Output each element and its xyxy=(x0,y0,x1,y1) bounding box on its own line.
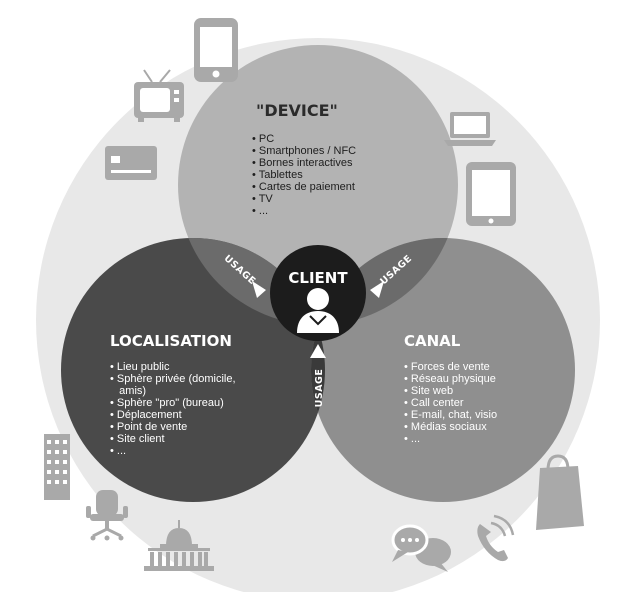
laptop-icon xyxy=(444,112,496,146)
list-item: • E-mail, chat, visio xyxy=(404,409,497,421)
overlap-device-canal xyxy=(311,238,458,325)
list-item: • PC xyxy=(252,133,274,145)
list-item: • Tablettes xyxy=(252,169,303,181)
list-item: • Lieu public xyxy=(110,361,170,373)
localisation-items: • Lieu public • Sphère privée (domicile,… xyxy=(110,361,236,457)
list-item: • Cartes de paiement xyxy=(252,181,355,193)
client-avatar-icon xyxy=(297,288,339,333)
tv-icon xyxy=(134,69,184,122)
list-item: • Smartphones / NFC xyxy=(252,145,356,157)
smartphone-icon xyxy=(194,18,238,82)
list-item: amis) xyxy=(110,385,146,397)
canal-items: • Forces de vente • Réseau physique • Si… xyxy=(404,361,497,445)
credit-card-icon xyxy=(105,146,157,180)
client-label: CLIENT xyxy=(288,269,348,287)
list-item: • ... xyxy=(252,205,268,217)
list-item: • ... xyxy=(110,445,126,457)
device-title: "DEVICE" xyxy=(256,101,338,120)
list-item: • Déplacement xyxy=(110,409,182,421)
usage-label-bottom: USAGE xyxy=(314,369,325,408)
list-item: • Médias sociaux xyxy=(404,421,487,433)
canal-title: CANAL xyxy=(404,332,461,350)
tablet-icon xyxy=(466,162,516,226)
list-item: • Sphère privée (domicile, xyxy=(110,373,236,385)
list-item: • Forces de vente xyxy=(404,361,490,373)
chat-bubble-icon xyxy=(391,524,451,572)
list-item: • Réseau physique xyxy=(404,373,496,385)
capitol-icon xyxy=(144,520,214,571)
list-item: • Site client xyxy=(110,433,165,445)
usage-arrow-icon xyxy=(252,281,384,358)
shopping-bag-icon xyxy=(536,454,584,530)
list-item: • Bornes interactives xyxy=(252,157,353,169)
overlap-device-localisation xyxy=(178,238,325,325)
device-items: • PC • Smartphones / NFC • Bornes intera… xyxy=(252,133,356,217)
list-item: • Sphère "pro" (bureau) xyxy=(110,397,224,409)
building-icon xyxy=(44,434,70,500)
list-item: • TV xyxy=(252,193,273,205)
list-item: • Point de vente xyxy=(110,421,187,433)
list-item: • Call center xyxy=(404,397,464,409)
phone-icon xyxy=(477,514,515,562)
list-item: • Site web xyxy=(404,385,453,397)
localisation-title: LOCALISATION xyxy=(110,332,232,350)
list-item: • ... xyxy=(404,433,420,445)
office-chair-icon xyxy=(86,490,128,541)
